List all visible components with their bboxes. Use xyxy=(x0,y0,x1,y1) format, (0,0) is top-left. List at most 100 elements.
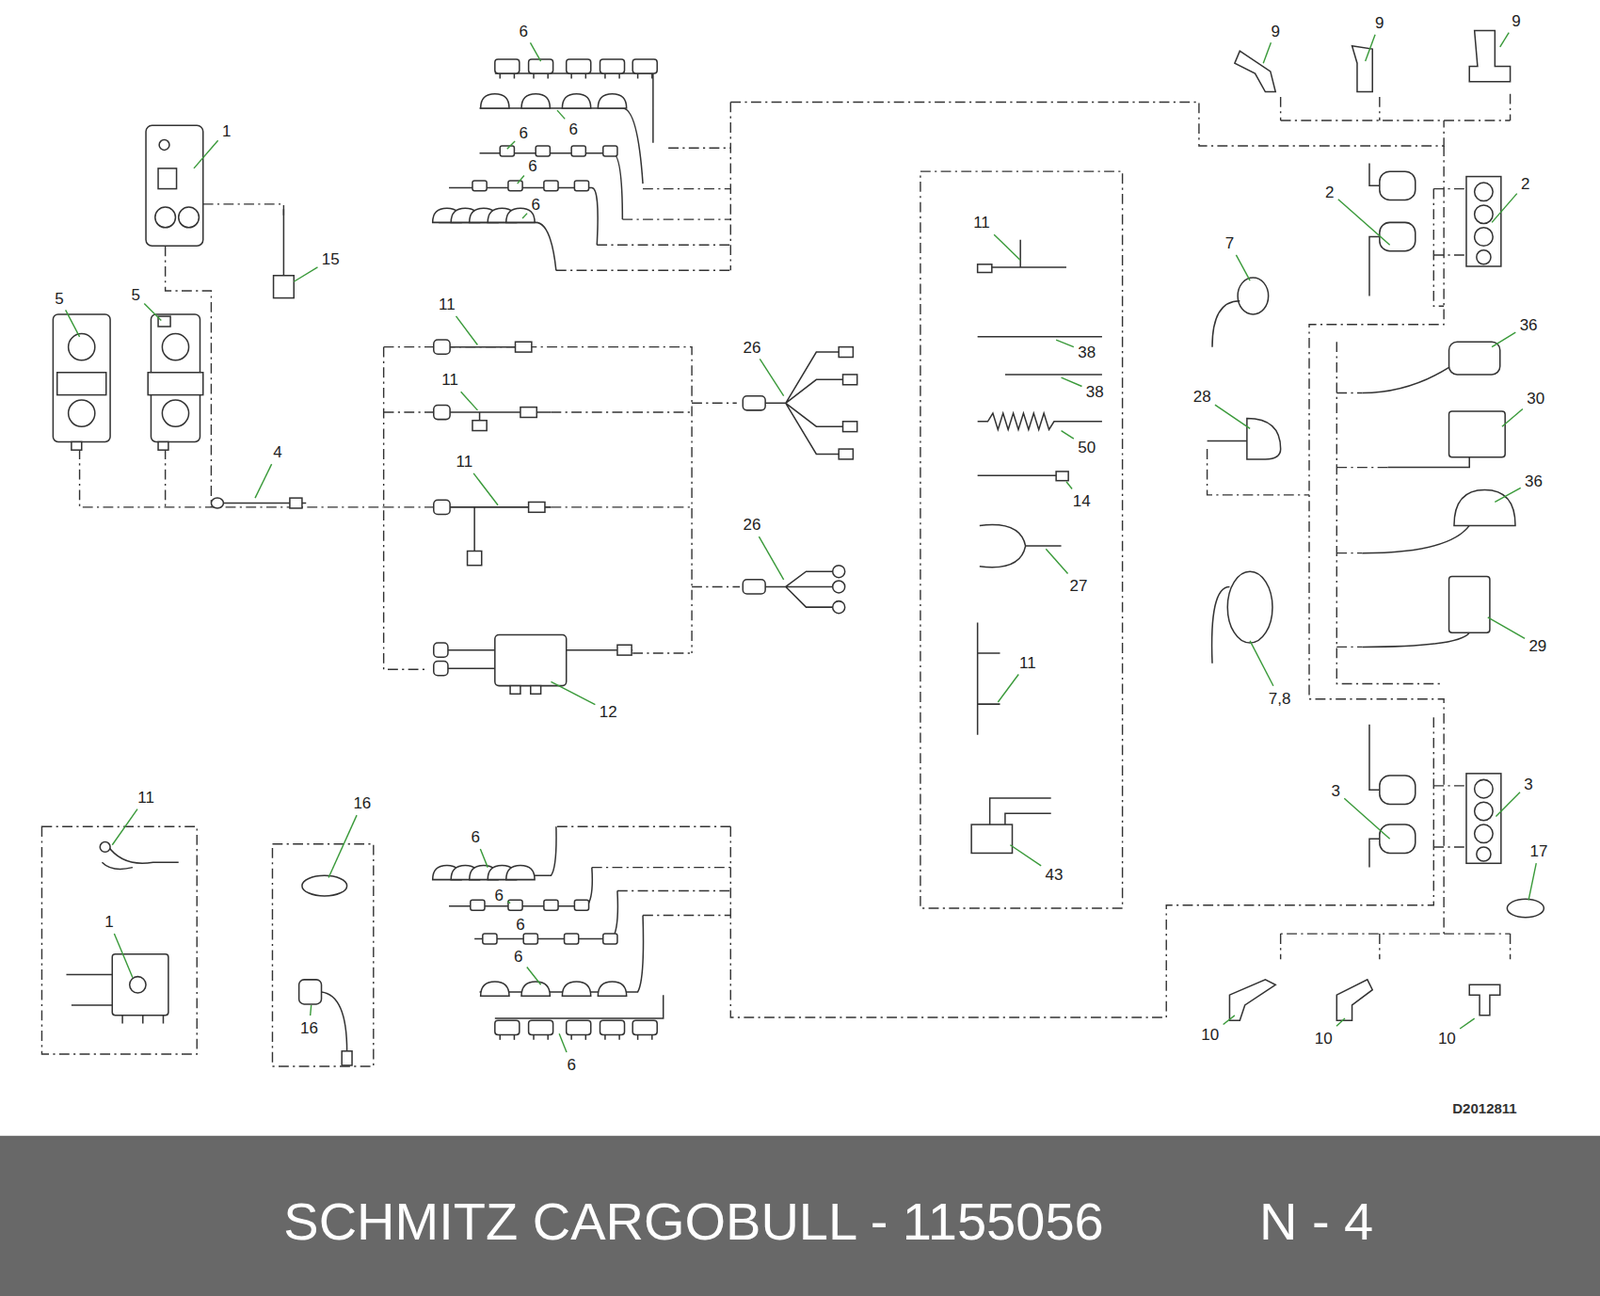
leader-line xyxy=(1365,34,1376,62)
callout-number: 11 xyxy=(455,453,473,470)
leader-line xyxy=(1494,487,1520,502)
leader-line xyxy=(759,358,784,396)
caption: SCHMITZ CARGOBULL - 1155056 xyxy=(283,1195,1104,1248)
callout-number: 6 xyxy=(566,1056,576,1072)
leader-line xyxy=(1500,32,1509,48)
callout-number: 3 xyxy=(1523,775,1533,792)
leader-line xyxy=(507,900,511,903)
leader-line xyxy=(557,110,565,119)
callout-number: 2 xyxy=(1520,176,1530,192)
leader-line xyxy=(310,1005,312,1016)
callout-number: 15 xyxy=(321,251,340,268)
leader-line xyxy=(550,681,595,704)
callout-number: 38 xyxy=(1086,384,1104,400)
leader-line xyxy=(480,848,488,868)
callout-number: 30 xyxy=(1526,389,1545,406)
leader-line xyxy=(997,674,1019,703)
leader-line xyxy=(1528,863,1536,900)
components xyxy=(52,31,1544,1066)
leader-line xyxy=(1235,255,1250,281)
leader-line xyxy=(144,303,161,320)
leader-line xyxy=(1491,193,1518,224)
callout-number: 10 xyxy=(1314,1029,1333,1046)
leader-line xyxy=(1263,42,1271,64)
leader-line xyxy=(112,809,138,846)
callout-number: 36 xyxy=(1520,316,1538,333)
leader-line xyxy=(1502,409,1523,428)
leader-line xyxy=(113,933,133,978)
leader-line xyxy=(1459,1018,1474,1029)
leader-line xyxy=(455,316,478,346)
callout-number: 11 xyxy=(137,788,155,805)
lamp-strings xyxy=(432,59,664,1040)
leader-line xyxy=(1045,548,1068,574)
leader-line xyxy=(1061,377,1083,386)
leader-line xyxy=(1056,339,1074,347)
leader-line xyxy=(517,176,525,185)
callout-number: 4 xyxy=(272,444,282,461)
leader-line xyxy=(527,966,542,985)
dashed-routing xyxy=(41,94,1510,1067)
callout-number: 17 xyxy=(1529,843,1548,860)
leader-line xyxy=(461,391,479,411)
leader-line xyxy=(1338,199,1391,245)
leader-line xyxy=(473,473,498,506)
callout-number: 36 xyxy=(1524,472,1543,489)
callout-number: 11 xyxy=(441,371,459,388)
callout-number: 9 xyxy=(1375,14,1384,31)
leader-line xyxy=(529,42,541,62)
callout-number: 27 xyxy=(1070,577,1088,594)
leader-line xyxy=(507,141,515,149)
leader-line xyxy=(1066,481,1072,490)
callout-number: 38 xyxy=(1077,344,1096,361)
sheet-number: N - 4 xyxy=(1259,1195,1374,1248)
callout-number: 5 xyxy=(54,289,64,306)
callout-number: 11 xyxy=(438,296,456,313)
callout-number: 6 xyxy=(470,829,480,846)
leader-line xyxy=(1491,332,1516,347)
leader-line xyxy=(328,815,357,878)
callout-number: 1 xyxy=(222,122,231,139)
callout-number: 6 xyxy=(494,886,503,903)
leader-lines xyxy=(65,32,1537,1054)
leader-line xyxy=(1336,1018,1345,1026)
callout-number: 6 xyxy=(515,916,525,933)
callout-number: 16 xyxy=(300,1019,319,1036)
leader-line xyxy=(1495,792,1520,817)
callout-number: 5 xyxy=(130,287,140,304)
callout-number: 11 xyxy=(973,214,991,231)
callout-number: 3 xyxy=(1330,783,1340,800)
leader-line xyxy=(1061,431,1074,440)
callout-number: 9 xyxy=(1270,22,1280,39)
leader-line xyxy=(1488,617,1525,639)
callout-number: 26 xyxy=(743,516,762,533)
callout-number: 6 xyxy=(569,120,578,137)
callout-number: 9 xyxy=(1511,12,1520,29)
callout-number: 10 xyxy=(1438,1029,1456,1046)
callout-number: 6 xyxy=(518,124,528,141)
leader-line xyxy=(1223,1015,1235,1025)
callout-number: 7,8 xyxy=(1268,689,1292,706)
leader-line xyxy=(193,140,219,169)
callout-number: 2 xyxy=(1325,183,1334,200)
callout-number: 6 xyxy=(530,195,540,212)
leader-line xyxy=(293,267,318,282)
callout-number: 26 xyxy=(743,338,762,355)
callout-number: 50 xyxy=(1077,438,1096,455)
callout-number: 6 xyxy=(513,947,523,964)
callout-number: 1 xyxy=(104,913,113,930)
callout-number: 16 xyxy=(352,795,371,812)
leader-line xyxy=(1249,640,1274,687)
leader-line xyxy=(522,213,528,219)
callout-number: 14 xyxy=(1072,493,1091,510)
callout-number: 28 xyxy=(1193,387,1212,404)
leader-line xyxy=(1344,798,1390,839)
leader-line xyxy=(758,536,784,580)
drawing-number: D2012811 xyxy=(1452,1101,1517,1116)
leader-line xyxy=(559,1033,567,1053)
leader-line xyxy=(65,309,80,336)
leader-line xyxy=(1215,404,1250,429)
leader-line xyxy=(993,234,1021,260)
title-band xyxy=(0,1136,1600,1296)
